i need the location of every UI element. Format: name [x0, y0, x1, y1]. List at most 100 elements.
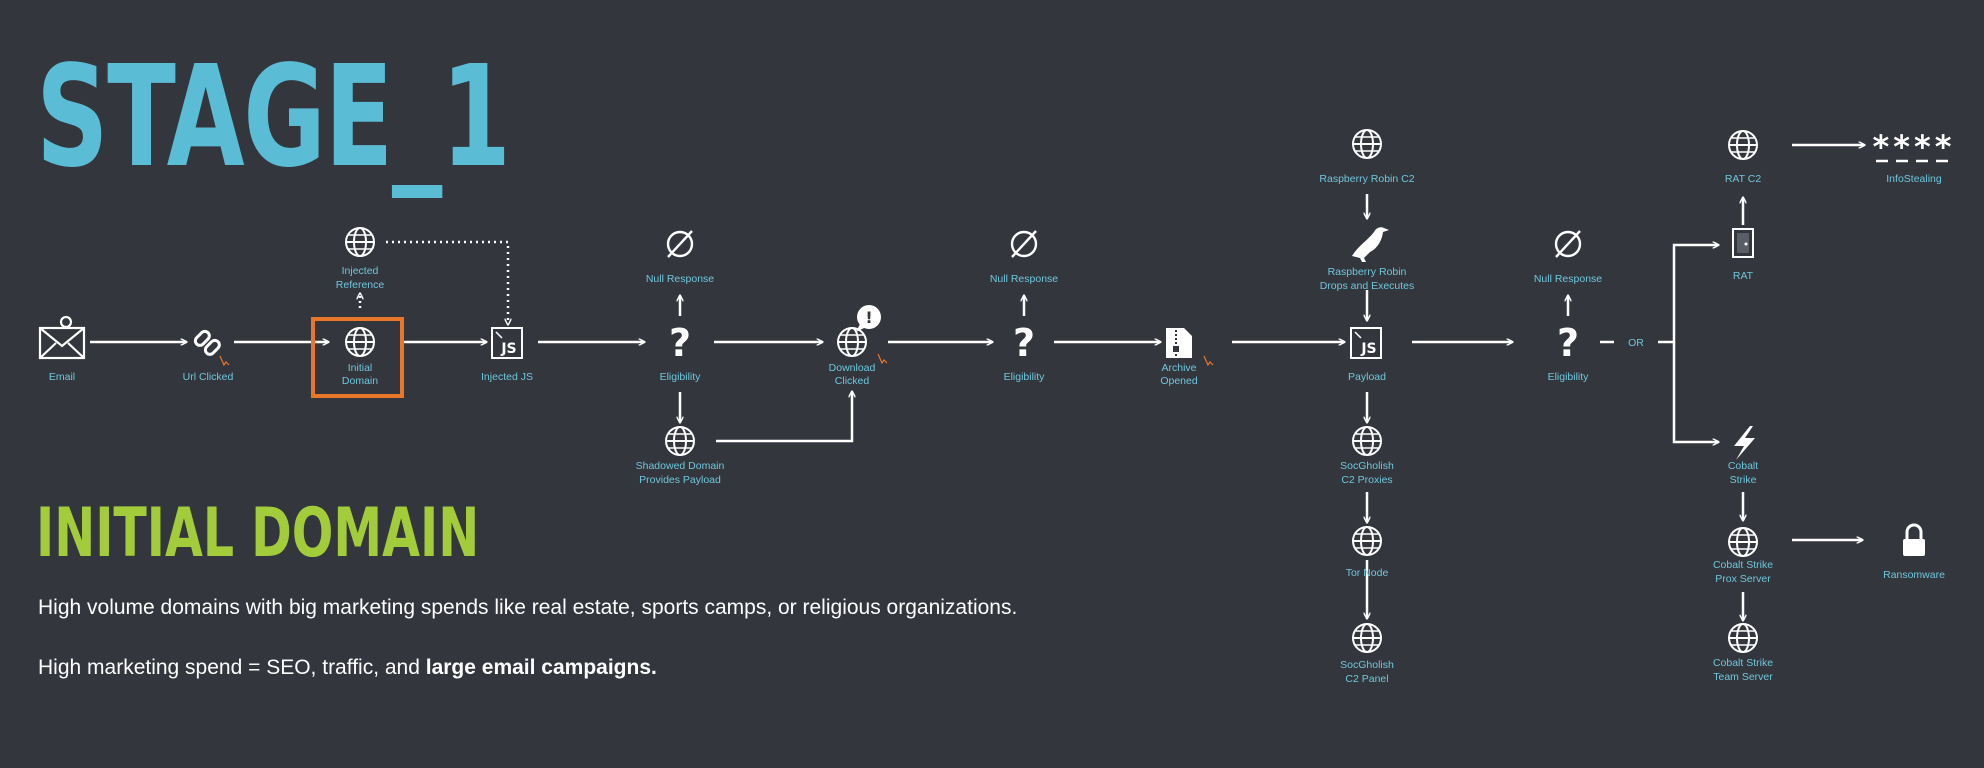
node-cobalt-strike: Cobalt Strike — [1728, 426, 1758, 486]
node-label: InfoStealing — [1886, 173, 1942, 185]
node-label: Eligibility — [1548, 371, 1590, 383]
node-null-response-2: Null Response — [990, 229, 1058, 285]
node-label-line-1: Cobalt Strike — [1713, 559, 1773, 571]
node-label-line-2: Prox Server — [1715, 573, 1771, 585]
node-cobalt-team-server: Cobalt Strike Team Server — [1713, 623, 1773, 683]
node-injected-js: JS Injected JS — [481, 327, 533, 383]
svg-text:!: ! — [865, 308, 872, 327]
node-label: Null Response — [990, 273, 1058, 285]
node-label-line-1: Initial — [348, 362, 373, 374]
node-label-line-1: Injected — [342, 265, 379, 277]
globe-icon — [1352, 623, 1382, 653]
node-label: Injected JS — [481, 371, 533, 383]
node-eligibility-3: ? Eligibility — [1548, 321, 1590, 383]
cursor-click-icon — [219, 355, 230, 367]
node-label: RAT — [1733, 270, 1754, 282]
node-label-line-1: Download — [829, 362, 876, 374]
null-set-icon — [1010, 229, 1038, 259]
highlight-box — [311, 317, 404, 398]
node-label-line-1: SocGholish — [1340, 659, 1394, 671]
padlock-icon — [1903, 523, 1925, 556]
node-null-response-3: Null Response — [1534, 229, 1602, 285]
question-mark-icon: ? — [1013, 321, 1035, 365]
zip-file-icon — [1166, 328, 1192, 358]
node-label-line-2: C2 Panel — [1345, 673, 1388, 685]
node-label-line-1: Shadowed Domain — [636, 460, 725, 472]
node-socgholish-panel: SocGholish C2 Panel — [1340, 623, 1394, 685]
svg-text:JS: JS — [500, 341, 516, 357]
node-email: Email — [38, 315, 86, 383]
node-shadowed-domain: Shadowed Domain Provides Payload — [636, 426, 725, 486]
node-raspberry-robin-c2: Raspberry Robin C2 — [1319, 129, 1415, 185]
js-file-icon: JS — [1350, 327, 1382, 359]
node-payload: JS Payload — [1348, 327, 1386, 383]
node-ransomware: Ransomware — [1883, 523, 1945, 581]
node-url-clicked: Url Clicked — [183, 329, 234, 383]
globe-icon — [1352, 129, 1382, 159]
node-eligibility-2: ? Eligibility — [1004, 321, 1046, 383]
node-socgholish-proxies: SocGholish C2 Proxies — [1340, 426, 1394, 486]
node-label-line-2: Clicked — [835, 375, 870, 387]
globe-icon — [837, 327, 867, 357]
node-label-line-2: Reference — [336, 279, 385, 291]
globe-icon — [345, 327, 375, 357]
cursor-click-icon — [1203, 355, 1214, 367]
node-label-line-2: C2 Proxies — [1341, 474, 1392, 486]
node-label-line-2: Opened — [1160, 375, 1198, 387]
node-tor-node: Tor Node — [1346, 526, 1389, 579]
node-label-line-1: Archive — [1161, 362, 1196, 374]
bird-icon — [1352, 227, 1389, 262]
node-label: Email — [49, 371, 75, 383]
node-cobalt-prox-server: Cobalt Strike Prox Server — [1713, 527, 1773, 585]
node-rat-c2: RAT C2 — [1725, 130, 1762, 185]
globe-icon — [1352, 426, 1382, 456]
js-file-icon: JS — [491, 327, 523, 359]
node-eligibility-1: ? Eligibility — [660, 321, 702, 383]
globe-icon — [1728, 623, 1758, 653]
globe-icon — [1728, 527, 1758, 557]
globe-icon — [1728, 130, 1758, 160]
alert-bubble-icon: ! — [856, 305, 881, 332]
svg-text:****: **** — [1873, 128, 1956, 166]
node-label: Eligibility — [1004, 371, 1046, 383]
door-icon — [1732, 228, 1754, 258]
node-raspberry-robin-drops: Raspberry Robin Drops and Executes — [1320, 227, 1415, 292]
node-label: Tor Node — [1346, 567, 1389, 579]
link-icon — [193, 329, 221, 356]
description-line-1: High volume domains with big marketing s… — [38, 596, 1018, 619]
node-label: Ransomware — [1883, 569, 1945, 581]
globe-icon — [665, 426, 695, 456]
node-label: Null Response — [1534, 273, 1602, 285]
stage-title: STAGE_1 — [36, 36, 511, 199]
node-label-line-1: SocGholish — [1340, 460, 1394, 472]
node-initial-domain: Initial Domain — [311, 317, 404, 398]
node-label-line-1: Cobalt — [1728, 460, 1758, 472]
svg-text:JS: JS — [1360, 341, 1376, 357]
node-archive-opened: Archive Opened — [1160, 328, 1214, 387]
node-infostealing: **** InfoStealing — [1873, 128, 1956, 185]
node-label-line-1: Cobalt Strike — [1713, 657, 1773, 669]
description-2-emphasis: large email campaigns. — [425, 656, 657, 679]
null-set-icon — [1554, 229, 1582, 259]
connectors — [90, 145, 1864, 620]
password-mask-icon: **** — [1873, 128, 1956, 166]
globe-icon — [1352, 526, 1382, 556]
node-label-line-2: Drops and Executes — [1320, 280, 1415, 292]
question-mark-icon: ? — [669, 321, 691, 365]
lightning-icon — [1734, 426, 1755, 460]
node-download-clicked: ! Download Clicked — [829, 305, 888, 387]
node-injected-reference: Injected Reference — [336, 227, 385, 291]
node-label-line-1: Raspberry Robin — [1328, 266, 1407, 278]
node-label: Raspberry Robin C2 — [1319, 173, 1414, 185]
node-label: Eligibility — [660, 371, 702, 383]
description-2-text: High marketing spend = SEO, traffic, and — [38, 656, 426, 679]
node-rat: RAT — [1732, 228, 1754, 282]
cursor-click-icon — [877, 353, 888, 365]
node-label-line-2: Provides Payload — [639, 474, 721, 486]
null-set-icon — [666, 229, 694, 259]
node-label: RAT C2 — [1725, 173, 1762, 185]
section-title: INITIAL DOMAIN — [36, 494, 480, 573]
envelope-icon — [38, 315, 86, 360]
description-line-2: High marketing spend = SEO, traffic, and… — [38, 656, 657, 680]
